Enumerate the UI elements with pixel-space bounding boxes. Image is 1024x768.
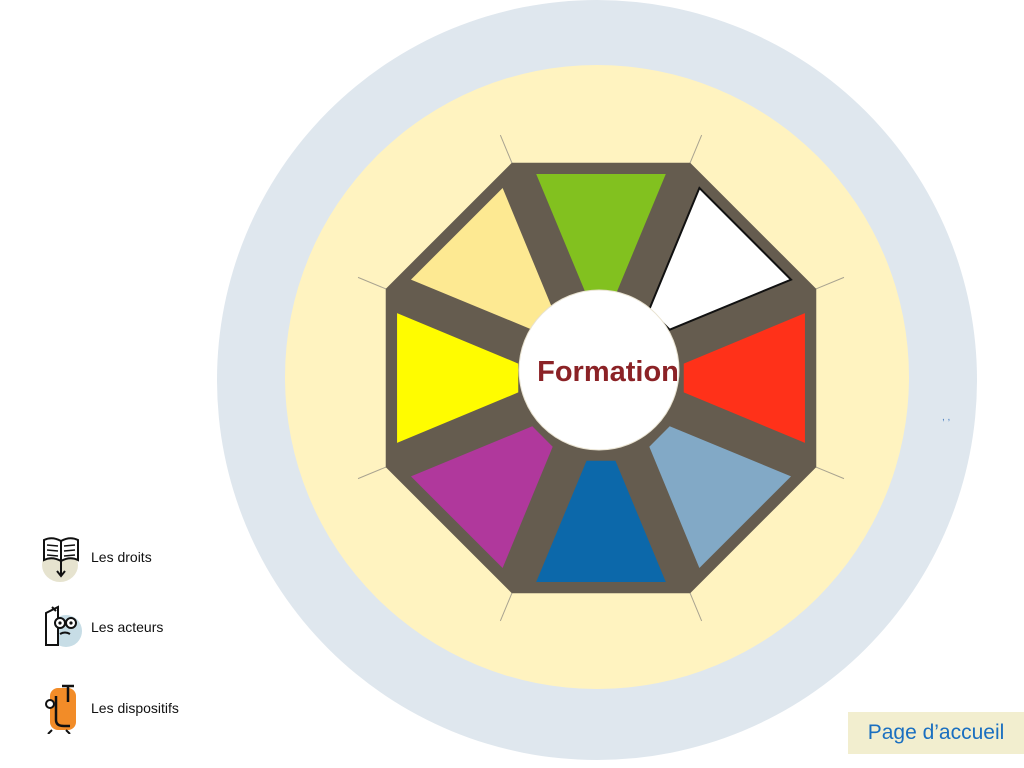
center-circle (518, 289, 680, 451)
segment-yellow[interactable] (397, 313, 519, 443)
clamp-icon (45, 684, 76, 734)
segment-white[interactable] (648, 186, 793, 331)
center-title: Formation (537, 356, 679, 388)
spoke-line (499, 591, 514, 622)
character-icon (45, 605, 82, 647)
segment-steel-blue[interactable] (649, 426, 792, 569)
segment-purple[interactable] (410, 426, 553, 569)
spoke-line (499, 134, 514, 165)
spoke-line (357, 276, 388, 291)
stray-marks: , , (942, 412, 951, 423)
legend-label-acteurs: Les acteurs (91, 619, 164, 635)
spoke-lines (357, 134, 845, 622)
legend-item-droits[interactable]: Les droits (40, 531, 152, 583)
legend-item-acteurs[interactable]: Les acteurs (40, 601, 163, 653)
book-icon (42, 537, 79, 582)
spoke-line (814, 465, 845, 480)
legend-item-dispositifs[interactable]: Les dispositifs (40, 682, 179, 734)
legend-label-droits: Les droits (91, 549, 152, 565)
octagon-segments (397, 174, 805, 582)
spoke-line (688, 591, 703, 622)
segment-light-yellow[interactable] (410, 187, 553, 330)
spoke-line (688, 134, 703, 165)
segment-red[interactable] (683, 313, 805, 443)
home-page-button[interactable]: Page d’accueil (848, 712, 1024, 754)
legend-label-dispositifs: Les dispositifs (91, 700, 179, 716)
segment-green[interactable] (536, 174, 666, 296)
segment-blue[interactable] (536, 460, 666, 582)
spoke-line (814, 276, 845, 291)
spoke-line (357, 465, 388, 480)
